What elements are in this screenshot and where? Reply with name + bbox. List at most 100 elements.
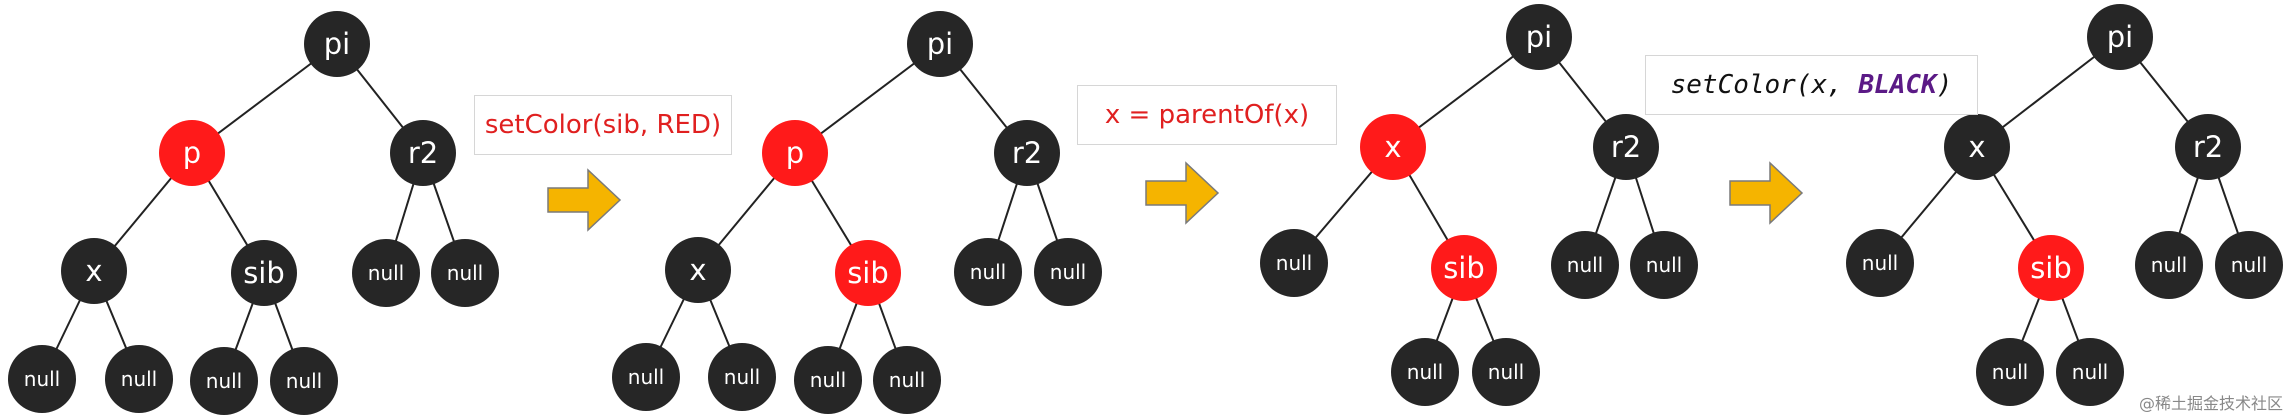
- tree-3-node-n4-label: null: [1488, 360, 1524, 384]
- tree-2-node-r2: r2: [994, 120, 1060, 186]
- tree-4-node-r2: r2: [2175, 114, 2241, 180]
- tree-1-node-n3-label: null: [206, 369, 242, 393]
- tree-3-node-r2: r2: [1593, 114, 1659, 180]
- tree-1-node-n4: null: [270, 347, 338, 415]
- tree-3-node-r2-circle: [1593, 114, 1659, 180]
- tree-1-node-n3-circle: [190, 347, 258, 415]
- watermark: @稀土掘金技术社区: [2138, 394, 2283, 413]
- tree-4-node-sib-label: sib: [2030, 251, 2072, 285]
- tree-4-node-n3-label: null: [1992, 360, 2028, 384]
- operation-box-3: setColor(x, BLACK): [1645, 55, 1978, 115]
- tree-2-node-n3-circle: [794, 346, 862, 414]
- tree-3-node-n3: null: [1391, 338, 1459, 406]
- step-arrow-3-icon: [1729, 161, 1804, 225]
- tree-1-node-n6-circle: [431, 239, 499, 307]
- tree-2-node-n2: null: [708, 343, 776, 411]
- tree-1-node-n1-label: null: [24, 367, 60, 391]
- tree-3-node-sib-circle: [1431, 235, 1497, 301]
- tree-3-node-n6-circle: [1630, 231, 1698, 299]
- tree-3-node-x: x: [1360, 114, 1426, 180]
- operation-label-2: x = parentOf(x): [1104, 100, 1310, 130]
- operation-box-2: x = parentOf(x): [1077, 85, 1337, 145]
- tree-4-node-r2-circle: [2175, 114, 2241, 180]
- tree-1-node-n1: null: [8, 345, 76, 413]
- tree-1-node-sib-label: sib: [243, 256, 285, 290]
- tree-3-node-x-label: x: [1384, 130, 1401, 164]
- tree-3-node-n6: null: [1630, 231, 1698, 299]
- tree-1-node-x-label: x: [85, 254, 102, 288]
- tree-2-node-n3-label: null: [810, 368, 846, 392]
- tree-1-node-x-circle: [61, 238, 127, 304]
- tree-3-node-n1: null: [1260, 229, 1328, 297]
- step-arrow-2-icon: [1145, 161, 1220, 225]
- tree-2-node-sib: sib: [835, 240, 901, 306]
- tree-1-node-pi: pi: [304, 11, 370, 77]
- tree-1-node-pi-circle: [304, 11, 370, 77]
- tree-3-node-r2-label: r2: [1611, 130, 1641, 164]
- tree-1-node-n2-circle: [105, 345, 173, 413]
- tree-3-node-n5-circle: [1551, 231, 1619, 299]
- tree-3-node-n6-label: null: [1646, 253, 1682, 277]
- tree-1-node-n2-label: null: [121, 367, 157, 391]
- tree-4-node-n5: null: [2135, 231, 2203, 299]
- tree-4-node-x: x: [1944, 114, 2010, 180]
- tree-2-node-pi: pi: [907, 11, 973, 77]
- tree-4-node-pi-circle: [2087, 4, 2153, 70]
- tree-4-node-n4-label: null: [2072, 360, 2108, 384]
- tree-2-node-p-label: p: [786, 136, 804, 170]
- tree-4-node-sib: sib: [2018, 235, 2084, 301]
- tree-2-node-n5-circle: [954, 238, 1022, 306]
- tree-4-node-n6-label: null: [2231, 253, 2267, 277]
- tree-1-node-n6: null: [431, 239, 499, 307]
- tree-3-node-n3-label: null: [1407, 360, 1443, 384]
- tree-1-node-n6-label: null: [447, 261, 483, 285]
- tree-2-node-p-circle: [762, 120, 828, 186]
- tree-2-node-n4-label: null: [889, 368, 925, 392]
- tree-3-node-n5-label: null: [1567, 253, 1603, 277]
- tree-3-node-n1-circle: [1260, 229, 1328, 297]
- tree-4-node-x-label: x: [1968, 130, 1985, 164]
- tree-4-node-n6-circle: [2215, 231, 2283, 299]
- tree-4-node-n5-circle: [2135, 231, 2203, 299]
- tree-4-node-n4: null: [2056, 338, 2124, 406]
- tree-1-node-n5-circle: [352, 239, 420, 307]
- tree-1-node-pi-label: pi: [324, 27, 350, 61]
- tree-4-node-r2-label: r2: [2193, 130, 2223, 164]
- tree-2-node-n5-label: null: [970, 260, 1006, 284]
- tree-2-node-n1: null: [612, 343, 680, 411]
- tree-1-node-x: x: [61, 238, 127, 304]
- tree-3-node-n4: null: [1472, 338, 1540, 406]
- tree-4-node-x-circle: [1944, 114, 2010, 180]
- tree-4-node-n6: null: [2215, 231, 2283, 299]
- tree-1-node-n5: null: [352, 239, 420, 307]
- tree-2-node-n5: null: [954, 238, 1022, 306]
- tree-2-node-pi-label: pi: [927, 27, 953, 61]
- tree-3-node-n4-circle: [1472, 338, 1540, 406]
- tree-2-node-n2-label: null: [724, 365, 760, 389]
- tree-3-node-sib: sib: [1431, 235, 1497, 301]
- tree-1-node-n2: null: [105, 345, 173, 413]
- tree-3-node-x-circle: [1360, 114, 1426, 180]
- tree-2-node-sib-label: sib: [847, 256, 889, 290]
- tree-4-node-n3: null: [1976, 338, 2044, 406]
- operation-box-1: setColor(sib, RED): [474, 95, 732, 155]
- tree-2-node-n4: null: [873, 346, 941, 414]
- tree-1-node-p-circle: [159, 120, 225, 186]
- tree-4-node-sib-circle: [2018, 235, 2084, 301]
- tree-2-node-x-label: x: [689, 253, 706, 287]
- tree-2-node-r2-circle: [994, 120, 1060, 186]
- tree-2-node-n6: null: [1034, 238, 1102, 306]
- tree-2-node-n4-circle: [873, 346, 941, 414]
- step-arrow-1-icon: [547, 168, 622, 232]
- tree-4-node-pi-label: pi: [2107, 20, 2133, 54]
- tree-1-node-sib: sib: [231, 240, 297, 306]
- tree-3-node-pi-label: pi: [1526, 20, 1552, 54]
- tree-2-node-x-circle: [665, 237, 731, 303]
- tree-1-node-p-label: p: [183, 136, 201, 170]
- tree-3-node-pi-circle: [1506, 4, 1572, 70]
- tree-1-node-n3: null: [190, 347, 258, 415]
- tree-4-node-pi: pi: [2087, 4, 2153, 70]
- tree-4-node-n1: null: [1846, 229, 1914, 297]
- tree-3-node-n5: null: [1551, 231, 1619, 299]
